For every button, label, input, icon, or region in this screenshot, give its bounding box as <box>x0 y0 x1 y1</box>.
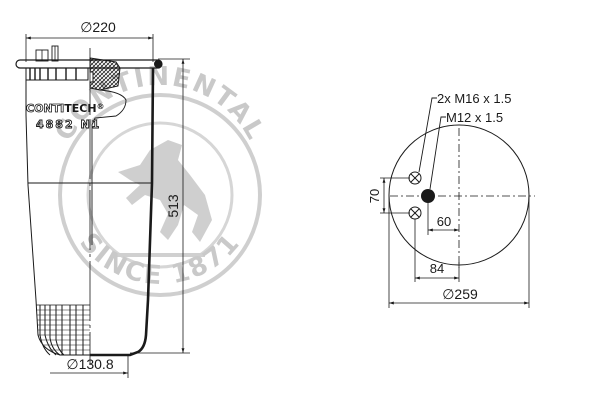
bottom-ribbing <box>36 304 90 356</box>
dimension-bolt-offset: 84 <box>414 219 460 282</box>
bolt-lower <box>408 206 422 220</box>
top-diameter-label: ∅220 <box>80 19 116 35</box>
dimension-bottom-diameter: ∅130.8 <box>50 355 129 378</box>
watermark-text-bottom: SINCE 1871 <box>73 227 246 291</box>
hatched-section <box>89 57 121 91</box>
dimension-top-diameter: ∅220 <box>25 19 154 62</box>
bottom-diameter-label: ∅130.8 <box>66 356 113 372</box>
center-thread-label: M12 x 1.5 <box>446 110 503 125</box>
part-number: 4882 N1 <box>36 118 101 131</box>
watermark-inner-ring <box>86 121 234 269</box>
center-fitting <box>421 189 435 203</box>
ribbed-band <box>25 68 89 81</box>
top-view-diameter-label: ∅259 <box>442 286 478 302</box>
bead-crimp <box>154 60 162 68</box>
bolt-spacing-label: 70 <box>367 189 382 203</box>
dimension-bolt-spacing: 70 <box>367 177 410 214</box>
watermark-outer-ring <box>58 93 262 297</box>
top-view: 2x M16 x 1.5 M12 x 1.5 70 60 84 ∅259 <box>367 91 535 308</box>
top-fittings <box>35 45 59 62</box>
piston-outline <box>90 67 155 357</box>
dimension-top-view-diameter: ∅259 <box>388 195 530 308</box>
bolt-upper <box>408 171 422 185</box>
height-label: 513 <box>165 194 181 218</box>
brand-logo: CONTITECH® <box>26 102 105 115</box>
dimension-height: 513 <box>130 58 190 354</box>
rearing-horse-icon <box>118 140 212 242</box>
bolts-thread-label: 2x M16 x 1.5 <box>437 91 511 106</box>
bolt-offset-label: 84 <box>430 261 444 276</box>
center-offset-label: 60 <box>437 214 451 229</box>
leader-bolts <box>418 97 437 173</box>
dimension-center-offset: 60 <box>427 203 459 235</box>
continental-watermark: CONTINENTAL SINCE 1871 <box>49 62 269 297</box>
side-view: ∅220 <box>15 19 190 378</box>
leader-center <box>429 116 446 190</box>
inner-profile <box>91 89 127 245</box>
